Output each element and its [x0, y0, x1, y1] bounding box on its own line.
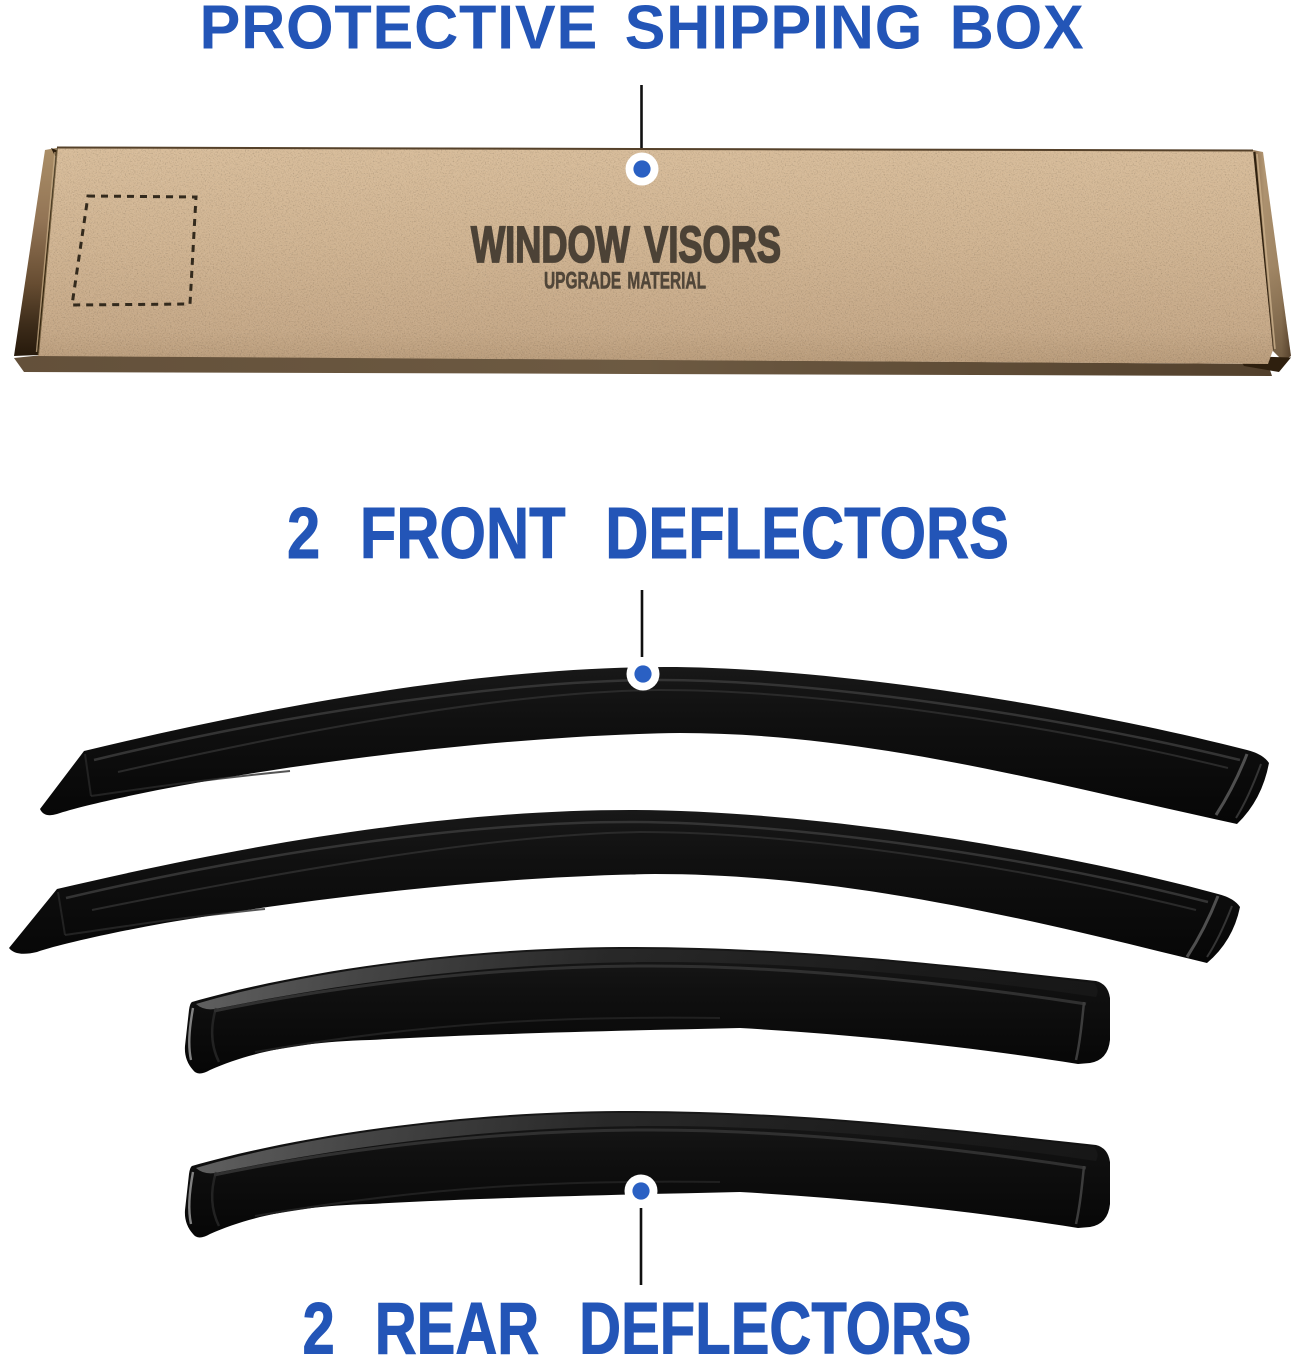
- svg-text:WINDOW VISORS: WINDOW VISORS: [471, 216, 781, 273]
- svg-text:UPGRADE MATERIAL: UPGRADE MATERIAL: [544, 268, 706, 295]
- svg-text:2 REAR DEFLECTORS: 2 REAR DEFLECTORS: [303, 1289, 972, 1362]
- svg-text:PROTECTIVE SHIPPING BOX: PROTECTIVE SHIPPING BOX: [200, 0, 1085, 63]
- svg-text:2 FRONT DEFLECTORS: 2 FRONT DEFLECTORS: [287, 493, 1009, 574]
